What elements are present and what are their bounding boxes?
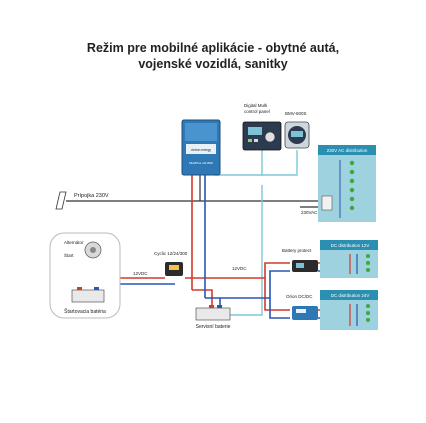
dc-label-left: 12VDC [133, 271, 148, 276]
breaker-icon [349, 205, 355, 211]
fuse-icon [366, 268, 370, 272]
dc24-title: DC distribution 24V [331, 293, 370, 298]
breaker-icon [349, 160, 355, 166]
comm-wiring [215, 150, 298, 316]
service-battery-pos-terminal [209, 305, 214, 308]
service-battery-icon [195, 307, 231, 321]
cyclic-switch-indicator [169, 265, 179, 270]
diagram-title: Režim pre mobilné aplikácie - obytné aut… [0, 40, 426, 72]
fuse-icon [366, 304, 370, 308]
breaker-icon [349, 178, 355, 184]
vehicle-frame [49, 232, 121, 319]
battery-protect-body [292, 260, 318, 272]
digital-multi-control[interactable]: Digital Multi control panel [242, 103, 282, 151]
control-panel-led [254, 139, 258, 142]
title-line-2: vojenské vozidlá, sanitky [138, 57, 288, 71]
bus-to-orion [264, 278, 290, 311]
comm-line-bmv [262, 150, 298, 176]
ac-dist-title: 230V AC distribution [327, 148, 368, 153]
shore-plug-icon [55, 191, 67, 210]
shore-connection: Prípojka 230V 230VAC [55, 191, 318, 215]
bus-neg-to-orion [269, 298, 290, 319]
battery-protect: Battery protect [282, 248, 318, 272]
dc24-header [320, 290, 378, 300]
dc-label-mid: 12VDC [232, 266, 247, 271]
vehicle-start-circuit: Alternátor Štart Štartovacia batéria 12V… [49, 232, 148, 319]
dc12-header [320, 240, 378, 250]
control-panel-knob-icon[interactable] [264, 131, 276, 143]
service-battery-pos [192, 289, 213, 308]
title-line-1: Režim pre mobilné aplikácie - obytné aut… [86, 41, 340, 55]
start-battery-pos-terminal [77, 287, 82, 290]
cyclic-switch: Cyclic 12/24/300 [154, 251, 188, 276]
inverter-brand: victron energy [191, 148, 211, 152]
control-panel-display [248, 127, 262, 135]
dc-positive-wiring [87, 173, 350, 311]
control-panel-label-1: Digital Multi [244, 103, 267, 108]
bus-neg-to-bp [220, 270, 290, 299]
start-label: Štart [64, 252, 74, 258]
comm-line-panel [215, 150, 263, 176]
dc-distribution-24v: DC distribution 24V [320, 290, 378, 330]
ac-distribution-panel: 230V AC distribution [318, 145, 376, 222]
alternator-hub [90, 247, 96, 253]
inverter-model: MultiPlus 12/1600 [189, 161, 213, 165]
ac-dist-header [318, 145, 376, 155]
inverter-label-plate [186, 144, 216, 154]
comm-line-shunt [228, 185, 263, 316]
ac-dist-main-breaker [321, 195, 333, 211]
battery-protect-label: Battery protect [282, 248, 312, 253]
control-panel-label-2: control panel [244, 109, 270, 114]
dc-distribution-12v: DC distribution 12V [320, 240, 378, 278]
orion-dcdc: Orion DC/DC [286, 294, 318, 320]
service-battery: Servisní baterie [196, 305, 231, 330]
bmv-display [291, 131, 303, 137]
inverter-top-panel [185, 123, 217, 141]
service-battery-neg-terminal [217, 305, 222, 308]
ac-dist-body [318, 145, 376, 222]
bus-to-bp [212, 262, 290, 279]
start-battery-icon [71, 289, 105, 303]
start-battery-label: Štartovacia batéria [64, 308, 106, 315]
ac-output-label: 230VAC [301, 210, 318, 215]
breaker-icon [349, 187, 355, 193]
bmv-monitor[interactable]: BMV-600S [284, 111, 310, 149]
fuse-icon [366, 261, 370, 265]
orion-label: Orion DC/DC [286, 294, 313, 299]
cyclic-label: Cyclic 12/24/300 [154, 251, 188, 256]
fuse-icon [366, 318, 370, 322]
control-panel-led [248, 139, 252, 142]
orion-label-plate [296, 309, 306, 313]
dc12-title: DC distribution 12V [331, 243, 370, 248]
bmv-label: BMV-600S [285, 111, 307, 116]
fuse-icon [366, 254, 370, 258]
shore-label: Prípojka 230V [74, 193, 109, 199]
start-battery-neg-terminal [94, 287, 99, 290]
fuse-icon [366, 311, 370, 315]
multiplus-inverter: victron energy MultiPlus 12/1600 [181, 119, 221, 176]
alternator-label: Alternátor [64, 240, 84, 245]
breaker-icon [349, 196, 355, 202]
service-battery-label: Servisní baterie [196, 324, 231, 330]
breaker-icon [349, 169, 355, 175]
battery-protect-window [296, 263, 304, 268]
control-panel-body [242, 121, 282, 151]
